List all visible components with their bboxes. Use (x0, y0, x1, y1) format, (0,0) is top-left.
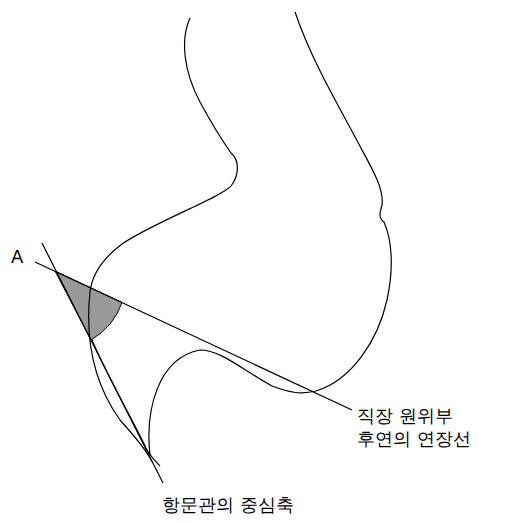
anal-canal-axis-line (42, 243, 163, 483)
anal-canal-inner-curve (149, 350, 272, 455)
rectum-anterior-wall (89, 18, 238, 462)
rectum-extension-line (35, 262, 352, 410)
point-label: A (11, 246, 23, 269)
axis-label: 항문관의 중심축 (162, 494, 294, 517)
line-label: 직장 원위부 후연의 연장선 (357, 405, 487, 450)
rectum-posterior-wall (272, 12, 391, 393)
